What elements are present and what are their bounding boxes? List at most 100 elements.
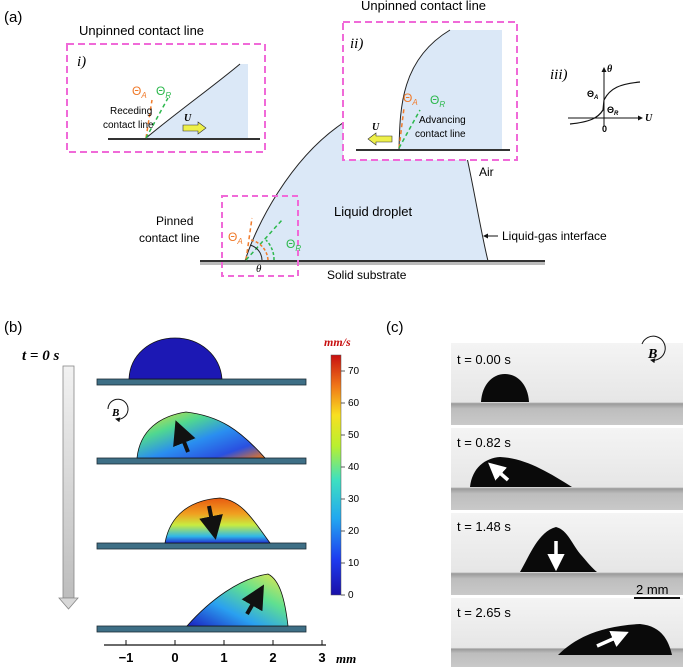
inset-ii-advancing: Unpinned contact line ii) ΘA ΘR Advancin… <box>342 0 518 161</box>
pinned-contact-line-inset: ΘA ΘR θ <box>221 195 301 277</box>
inset-ii-roman: ii) <box>350 36 363 52</box>
inset-i-receding-1: Receding <box>110 106 152 117</box>
sim-droplet-1 <box>136 411 266 459</box>
frame-time-1: t = 0.82 s <box>457 435 511 450</box>
c-b-field-symbol: B <box>641 335 666 364</box>
colorbar-tick-label: 50 <box>348 430 360 441</box>
sim-substrate-1 <box>96 457 307 465</box>
colorbar-tick-label: 30 <box>348 494 360 505</box>
frame-time-3: t = 2.65 s <box>457 605 511 620</box>
sim-substrate-3 <box>96 625 307 633</box>
colorbar-tick-label: 60 <box>348 398 360 409</box>
pinned-label-1: Pinned <box>156 214 193 228</box>
frame-droplet-0 <box>481 374 529 402</box>
inset-iii-curve <box>569 81 641 125</box>
sim-substrate-0 <box>96 378 307 386</box>
inset-i-receding: Unpinned contact line i) ΘA ΘR Receding … <box>66 23 266 153</box>
x-axis-unit: mm <box>336 651 356 666</box>
colorbar-unit: mm/s <box>324 335 351 349</box>
inset-i-roman: i) <box>77 54 86 70</box>
inset-ii-receding-line <box>398 109 421 149</box>
pinned-receding-arc <box>265 239 275 261</box>
frame-arrow-1 <box>488 462 510 482</box>
inset-ii-theta-a: ΘA <box>403 91 418 107</box>
x-axis-tick-label: 2 <box>269 650 276 665</box>
scale-bar-label: 2 mm <box>636 582 669 597</box>
inset-i-theta-a: ΘA <box>132 84 147 100</box>
c-b-field-arc <box>641 335 666 364</box>
x-axis-tick-label: −1 <box>119 650 134 665</box>
b-field-label: B <box>111 407 119 419</box>
air-label: Air <box>479 165 494 179</box>
inset-iii-theta-r: ΘR <box>607 105 619 117</box>
inset-iii-zero: 0 <box>602 124 607 134</box>
colorbar-tick-label: 70 <box>348 366 360 377</box>
frame-arrow-3 <box>596 630 629 648</box>
interface-label: Liquid-gas interface <box>502 229 607 243</box>
panel-a-label: (a) <box>4 9 22 26</box>
time-arrow <box>58 365 79 610</box>
colorbar-ticks: 70 60 50 40 30 20 10 0 <box>341 366 360 601</box>
pinned-theta-arc <box>249 244 263 261</box>
inset-i-interface <box>145 63 241 139</box>
b-field-symbol: B <box>107 398 129 423</box>
pinned-label-2: contact line <box>139 231 200 245</box>
inset-i-border <box>66 43 266 153</box>
colorbar-tick-label: 20 <box>348 526 360 537</box>
pinned-advancing-arc <box>250 239 269 261</box>
scale-bar: 2 mm <box>634 582 680 599</box>
c-b-field-label: B <box>647 347 657 362</box>
inset-ii-title: Unpinned contact line <box>361 0 486 13</box>
droplet-label: Liquid droplet <box>334 204 412 219</box>
frame-time-2: t = 1.48 s <box>457 519 511 534</box>
inset-iii-hysteresis: iii) θ ΘA ΘR 0 U <box>550 64 653 134</box>
pinned-theta-a: ΘA <box>228 230 243 246</box>
experiment-frames: t = 0.00 s t = 0.82 s t = 1.48 s t = 2.6… <box>451 343 683 667</box>
inset-ii-velocity-arrow <box>367 132 393 146</box>
inset-ii-u: U <box>372 122 380 133</box>
frame-time-0: t = 0.00 s <box>457 352 511 367</box>
inset-ii-advancing-2: contact line <box>415 129 466 140</box>
inset-ii-theta-r: ΘR <box>430 93 445 109</box>
x-axis-tick-label: 3 <box>318 650 325 665</box>
sim-droplet-0 <box>128 337 223 380</box>
colorbar-tick-label: 10 <box>348 558 360 569</box>
panel-c-label: (c) <box>386 319 404 336</box>
inset-ii-liquid <box>399 30 502 150</box>
b-field-arc <box>107 398 129 423</box>
sim-droplet-3 <box>186 573 289 627</box>
inset-iii-u: U <box>645 113 653 124</box>
sim-substrate-2 <box>96 542 307 550</box>
inset-iii-roman: iii) <box>550 67 568 83</box>
panel-b-label: (b) <box>4 319 22 336</box>
pinned-receding-line <box>245 219 283 261</box>
inset-iii-theta-a: ΘA <box>587 89 598 101</box>
inset-ii-advancing-1: Advancing <box>419 115 466 126</box>
colorbar-tick-label: 40 <box>348 462 360 473</box>
pinned-inset-border <box>221 195 299 277</box>
inset-i-title: Unpinned contact line <box>79 23 204 38</box>
sim-arrow-2 <box>199 505 223 540</box>
colorbar-tick-label: 0 <box>348 590 354 601</box>
sim-arrow-1 <box>173 420 196 453</box>
inset-i-velocity-arrow <box>182 121 207 135</box>
colorbar-gradient <box>330 354 342 596</box>
time-arrow-head <box>58 597 79 610</box>
sim-droplet-2 <box>164 497 271 544</box>
inset-i-receding-line <box>145 97 169 139</box>
inset-i-theta-r: ΘR <box>156 84 171 100</box>
pinned-theta: θ <box>256 263 262 275</box>
inset-i-receding-2: contact line <box>103 120 154 131</box>
inset-i-u: U <box>184 113 192 124</box>
pinned-advancing-line <box>245 217 253 261</box>
inset-ii-interface <box>398 29 451 151</box>
x-axis-tick-label: 1 <box>220 650 227 665</box>
sim-arrow-3 <box>241 584 264 615</box>
frame-droplet-2 <box>520 527 597 572</box>
panel-b-time: t = 0 s <box>22 348 59 364</box>
inset-i-liquid <box>146 64 248 138</box>
colorbar: mm/s 70 60 50 40 30 20 10 0 <box>324 335 360 601</box>
substrate-label: Solid substrate <box>327 268 407 282</box>
